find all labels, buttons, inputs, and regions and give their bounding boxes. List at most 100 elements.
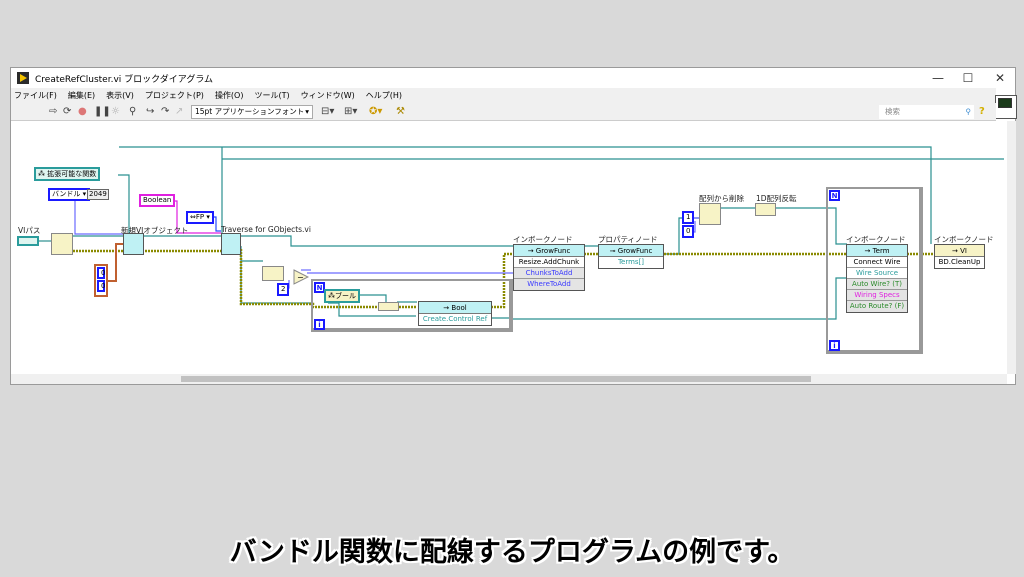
step-out-icon[interactable]: ↗: [175, 106, 184, 117]
bundle-function[interactable]: [378, 302, 399, 311]
class-name: Term: [872, 247, 890, 255]
search-input[interactable]: 検索⚲: [879, 105, 974, 119]
labview-icon: [17, 72, 29, 84]
horizontal-scrollbar[interactable]: [11, 374, 1007, 384]
vi-path-label: VIパス: [18, 226, 41, 235]
invoke-node-label: インボークノード: [513, 235, 573, 244]
wire-ext: [118, 174, 130, 235]
menu-window[interactable]: ウィンドウ(W): [300, 91, 355, 100]
traverse-subvi[interactable]: [221, 233, 241, 255]
window-title: CreateRefCluster.vi ブロックダイアグラム: [35, 74, 214, 85]
param-row: WhereToAdd: [514, 279, 584, 290]
menu-help[interactable]: ヘルプ(H): [365, 91, 403, 100]
invoke-node-term[interactable]: → Term Connect Wire Wire Source Auto Wir…: [846, 244, 908, 313]
search-icon[interactable]: ⚲: [965, 107, 972, 116]
invoke-node-header: → Term: [847, 245, 907, 257]
for-loop-1[interactable]: N i ⁂ブール → Bool Create.Control Ref: [311, 279, 513, 332]
delete-from-array-label: 配列から削除: [699, 194, 744, 203]
font-select[interactable]: 15pt アプリケーションフォント▾: [191, 105, 313, 119]
array-constant[interactable]: 0 0: [94, 264, 108, 297]
caption: バンドル関数に配線するプログラムの例です。: [229, 537, 795, 568]
method-name: Resize.AddChunk: [514, 257, 584, 268]
class-name: VI: [960, 247, 967, 255]
extensible-function-constant[interactable]: ⁂ 拡張可能な関数: [34, 167, 101, 181]
new-vi-object-label: 新規VIオブジェクト: [121, 226, 189, 235]
param-row: Auto Wire? (T): [847, 279, 907, 290]
const-zero[interactable]: 0: [682, 225, 695, 238]
block-diagram-window: CreateRefCluster.vi ブロックダイアグラム — ☐ ✕ ファイ…: [10, 67, 1017, 385]
menu-tools[interactable]: ツール(T): [254, 91, 290, 100]
param-row: ChunksToAdd: [514, 268, 584, 279]
help-icon[interactable]: ?: [979, 106, 985, 117]
distribute-objects-icon[interactable]: ⊞▾: [344, 106, 358, 117]
class-name: Bool: [451, 304, 467, 312]
vi-path-control[interactable]: [17, 236, 39, 246]
menu-project[interactable]: プロジェクト(P): [144, 91, 204, 100]
minimize-button[interactable]: —: [932, 71, 944, 85]
run-arrow-icon[interactable]: ⇨: [49, 106, 58, 117]
array-size-function[interactable]: [262, 266, 284, 281]
retain-wire-values-icon[interactable]: ⚲: [129, 106, 137, 117]
for-loop-2[interactable]: N i: [826, 187, 923, 354]
menu-view[interactable]: 表示(V): [106, 91, 134, 100]
new-vi-object-function[interactable]: [123, 233, 144, 255]
loop-iteration-terminal: i: [314, 319, 325, 330]
invoke-node-header: → VI: [935, 245, 984, 257]
array-element[interactable]: 0: [97, 267, 105, 279]
delete-from-array-function[interactable]: [699, 203, 721, 225]
loop-iteration-terminal: i: [829, 340, 840, 351]
subtract-function[interactable]: −: [293, 269, 309, 285]
run-continuously-icon[interactable]: ⟳: [63, 106, 72, 117]
wire: [355, 294, 417, 303]
wires: [39, 146, 1004, 320]
invoke-node-label: インボークノード: [934, 235, 994, 244]
close-button[interactable]: ✕: [994, 71, 1006, 85]
reverse-array-function[interactable]: [755, 203, 776, 216]
property-node-growfunc[interactable]: ⊸ GrowFunc Terms[]: [598, 244, 664, 269]
invoke-node-bool[interactable]: → Bool Create.Control Ref: [418, 301, 492, 326]
const-two[interactable]: 2: [277, 283, 290, 296]
diagram-canvas[interactable]: ⁂ 拡張可能な関数 バンドル ▾ 2049 Boolean ⇔FP ▾ VIパス…: [11, 121, 1007, 374]
maximize-button[interactable]: ☐: [962, 71, 974, 85]
invoke-node-growfunc[interactable]: → GrowFunc Resize.AddChunk ChunksToAdd W…: [513, 244, 585, 291]
invoke-node-vi[interactable]: → VI BD.CleanUp: [934, 244, 985, 269]
svg-text:−: −: [297, 273, 304, 282]
invoke-node-label: インボークノード: [846, 235, 906, 244]
array-element[interactable]: 0: [97, 280, 105, 292]
menu-operate[interactable]: 操作(O): [214, 91, 244, 100]
step-over-icon[interactable]: ↷: [161, 106, 170, 117]
step-into-icon[interactable]: ↪: [146, 106, 155, 117]
highlight-bulb-icon[interactable]: ☼: [111, 106, 120, 117]
wire: [108, 243, 123, 282]
bool-class-constant[interactable]: ⁂ブール: [324, 289, 360, 303]
reorder-icon[interactable]: ✪▾: [369, 106, 383, 117]
param-row: Wiring Specs: [847, 290, 907, 301]
chevron-down-icon: ▾: [305, 107, 309, 116]
wire: [240, 246, 263, 262]
bundle-enum-text: バンドル: [52, 190, 81, 198]
scrollbar-thumb[interactable]: [181, 376, 811, 382]
traverse-label: Traverse for GObjects.vi: [221, 225, 311, 234]
menu-file[interactable]: ファイル(F): [14, 91, 57, 100]
pause-icon[interactable]: ❚❚: [94, 106, 111, 117]
align-objects-icon[interactable]: ⊟▾: [321, 106, 335, 117]
wire-top: [119, 146, 932, 244]
fp-text: FP: [195, 213, 205, 221]
title-bar: CreateRefCluster.vi ブロックダイアグラム: [11, 68, 1015, 88]
param-row: Wire Source: [847, 268, 907, 279]
cleanup-diagram-icon[interactable]: ⚒: [396, 106, 405, 117]
param-row: Auto Route? (F): [847, 301, 907, 312]
method-name: Create.Control Ref: [419, 314, 491, 325]
abort-icon[interactable]: ●: [78, 106, 87, 117]
font-select-value: 15pt アプリケーションフォント: [195, 107, 305, 116]
const-one[interactable]: 1: [682, 211, 695, 224]
menu-edit[interactable]: 編集(E): [67, 91, 96, 100]
bundle-enum-constant[interactable]: バンドル ▾: [48, 188, 91, 201]
build-path-function[interactable]: [51, 233, 73, 255]
boolean-constant[interactable]: Boolean: [139, 194, 176, 207]
vertical-scrollbar[interactable]: [1007, 121, 1016, 374]
class-name: GrowFunc: [535, 247, 571, 255]
reverse-array-label: 1D配列反転: [756, 194, 797, 203]
fp-constant[interactable]: ⇔FP ▾: [186, 211, 214, 224]
method-name: BD.CleanUp: [935, 257, 984, 268]
